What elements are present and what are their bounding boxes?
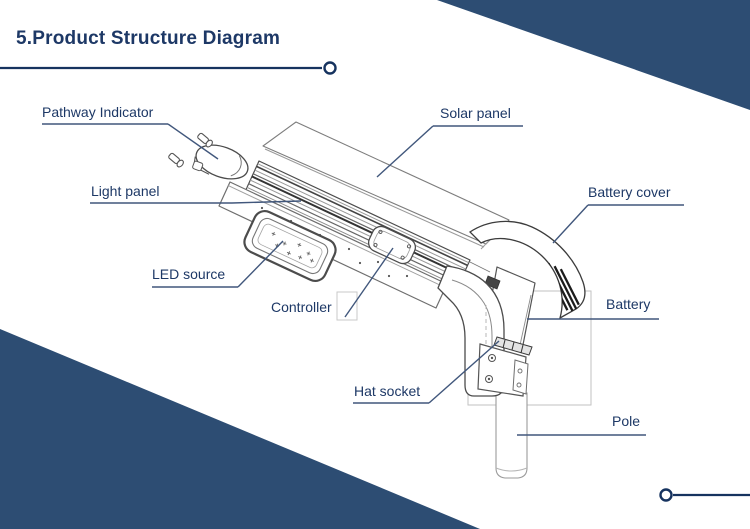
label-hat-socket: Hat socket — [354, 383, 421, 399]
label-light-panel: Light panel — [91, 183, 160, 199]
page-title: 5.Product Structure Diagram — [16, 28, 281, 49]
leader-light-panel — [90, 200, 302, 204]
screw-icon — [168, 152, 184, 168]
pathway-indicator-shape — [168, 132, 249, 180]
leader-solar-panel — [376, 125, 523, 178]
hat-socket-shape — [477, 336, 533, 397]
footer-rule — [659, 488, 750, 502]
leader-controller — [344, 247, 394, 318]
led-dots — [271, 231, 314, 263]
light-bar-shape — [243, 160, 471, 294]
label-battery-cover: Battery cover — [588, 184, 671, 200]
label-battery: Battery — [606, 296, 651, 312]
label-controller: Controller — [271, 299, 332, 315]
label-pole: Pole — [612, 413, 641, 429]
led-source-shape — [243, 209, 337, 283]
label-pathway-indicator: Pathway Indicator — [42, 104, 154, 120]
leader-battery-cover — [552, 204, 684, 244]
title-rule — [0, 61, 337, 75]
leader-led-source — [152, 240, 284, 288]
label-led-source: LED source — [152, 266, 226, 282]
leader-lines — [42, 123, 684, 436]
leader-pathway-indicator — [42, 123, 219, 160]
pole-shape — [495, 392, 528, 479]
controller-callout-box — [336, 291, 358, 321]
label-solar-panel: Solar panel — [440, 105, 511, 121]
screw-icon — [197, 132, 213, 148]
corner-triangle-top-right — [437, 0, 750, 110]
leader-hat-socket — [353, 340, 500, 404]
corner-triangle-bottom-left — [0, 329, 480, 529]
